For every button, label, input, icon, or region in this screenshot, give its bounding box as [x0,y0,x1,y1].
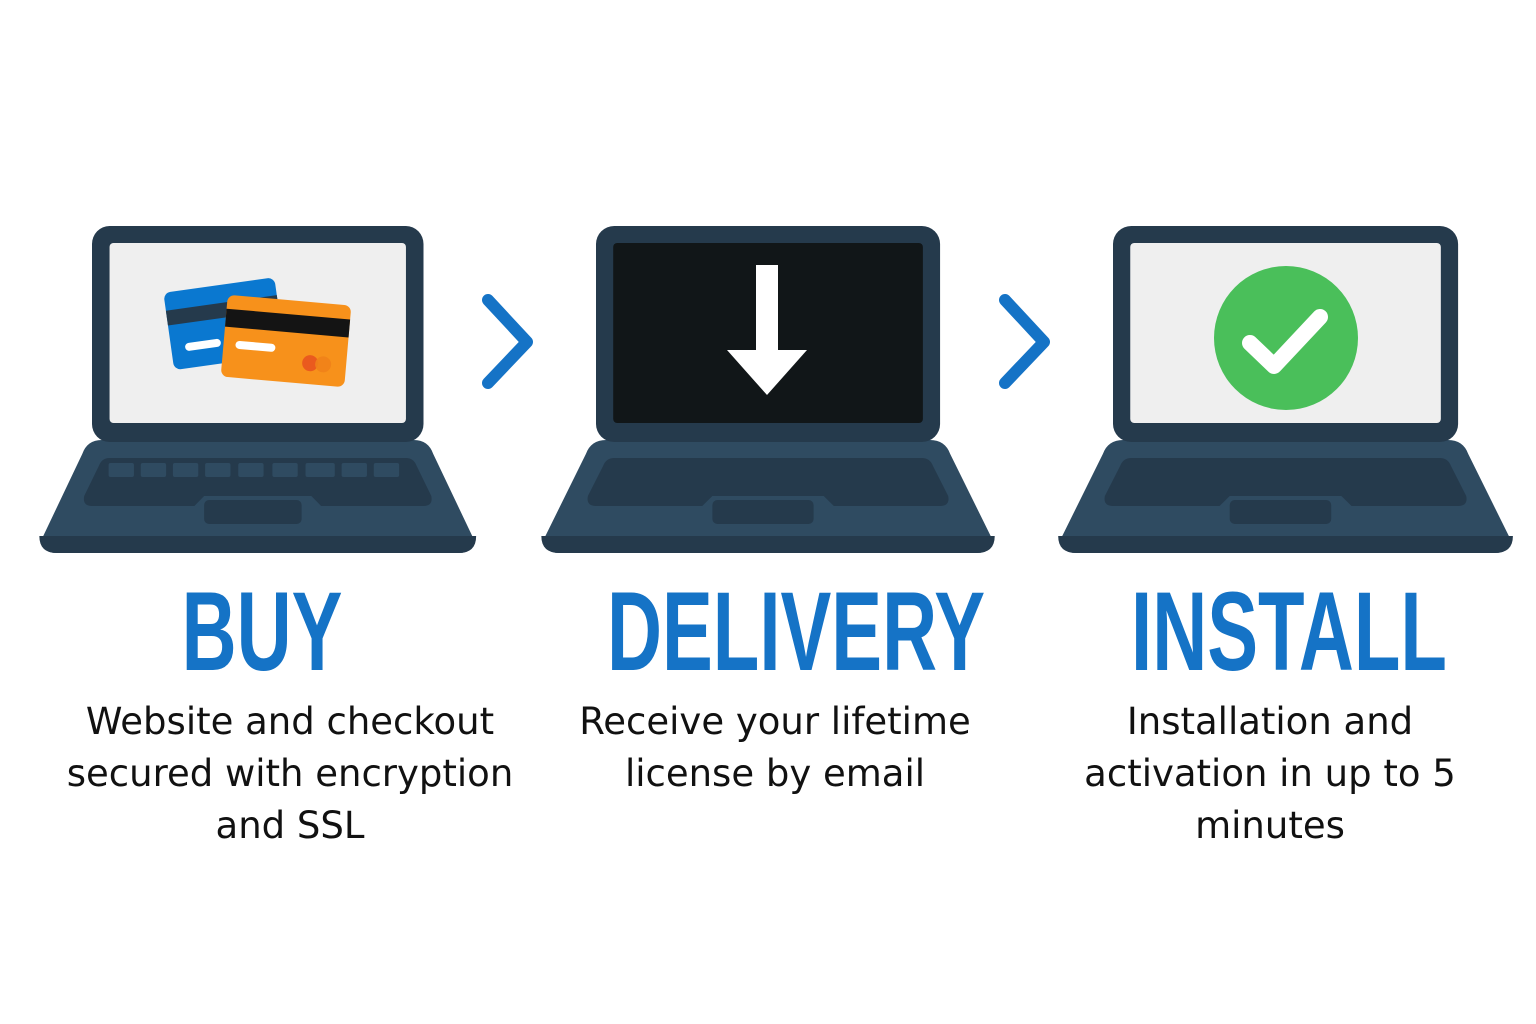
step-description-delivery: Receive your lifetime license by email [579,700,971,795]
checkmark-icon [1214,266,1358,410]
step-description-buy: Website and checkout secured with encryp… [66,700,514,847]
chevron-right-icon [482,294,533,389]
download-arrow-icon [727,265,807,395]
credit-card-icon [164,278,351,387]
step-title-install: INSTALL [1131,569,1447,694]
step-title-buy: BUY [181,569,343,694]
step-title-delivery: DELIVERY [607,569,986,694]
laptop-buy [39,226,477,553]
keyboard-keys [108,463,400,477]
chevron-right-icon [999,294,1050,389]
step-description-install: Installation and activation in up to 5 m… [1084,700,1456,847]
